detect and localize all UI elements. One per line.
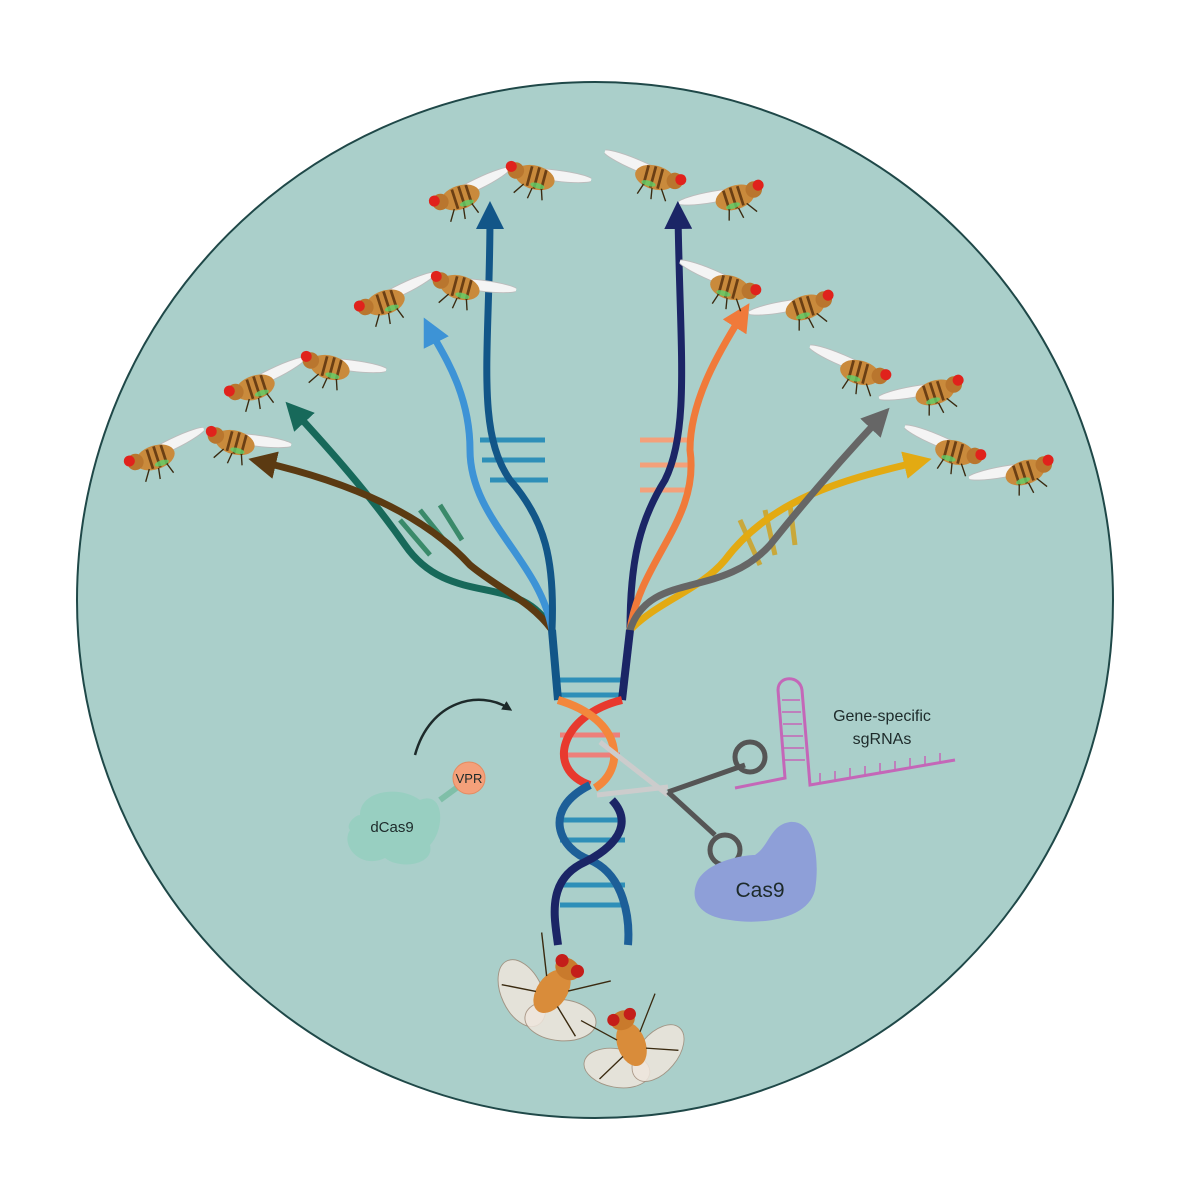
curved-arrow-icon <box>413 698 513 756</box>
branch-navy <box>626 201 693 634</box>
sgrna-label-line1: Gene-specific <box>833 708 931 725</box>
cas9-protein: Cas9 <box>694 821 817 922</box>
dcas9-shape <box>347 791 441 865</box>
branch-yellow <box>626 451 932 634</box>
branch-light-blue <box>423 317 556 634</box>
vpr-label: VPR <box>456 771 483 786</box>
sgrna-icon <box>734 677 956 790</box>
vpr-shape <box>452 761 486 795</box>
dcas9-vpr-complex: dCas9 VPR <box>347 761 486 865</box>
branch-orange <box>626 303 750 634</box>
dcas9-label: dCas9 <box>370 819 413 836</box>
dna-trunk <box>548 629 634 946</box>
cas9-label: Cas9 <box>735 879 784 902</box>
branch-grey <box>626 407 890 634</box>
background-circle <box>76 81 1114 1119</box>
dna-branches <box>248 201 932 634</box>
sgrna-label-line2: sgRNAs <box>853 731 912 748</box>
branch-dark-blue <box>475 201 556 634</box>
branch-brown <box>248 451 556 634</box>
